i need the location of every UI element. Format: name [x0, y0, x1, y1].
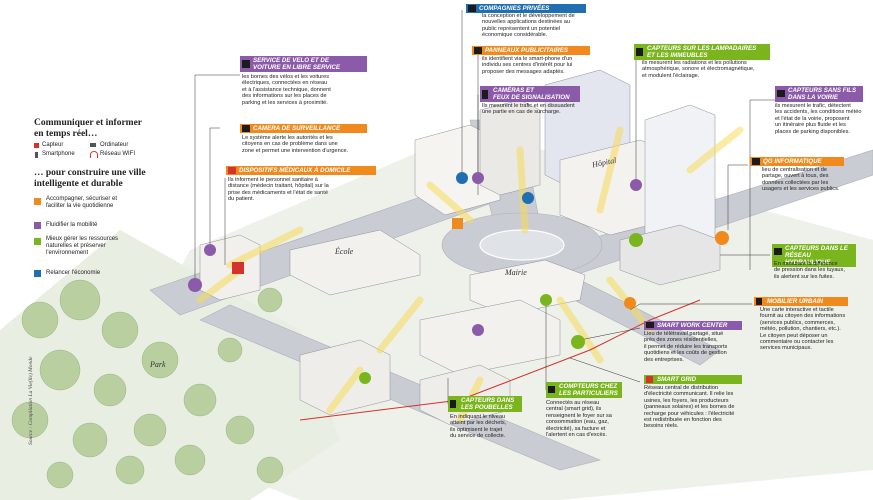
legend-item-accompagner: Accompagner, sécuriser et faciliter la v…	[46, 196, 118, 209]
label-ecole: École	[335, 247, 354, 256]
box-smartgrid-text: Réseau central de distribution d'électri…	[644, 385, 735, 430]
wifi-icon	[90, 151, 98, 158]
box-medical-title: DISPOSITIFS MÉDICAUX À DOMICILE	[226, 166, 376, 175]
legend-title-communiquer: Communiquer et informer en temps réel…	[34, 118, 143, 139]
legend-item-fluidifier: Fluidifier la mobilité	[46, 222, 98, 228]
device-markers	[188, 172, 729, 384]
legend-device-computer: Ordinateur	[100, 142, 129, 148]
box-velo-title: SERVICE DE VELO ET DE VOITURE EN LIBRE S…	[240, 56, 367, 72]
box-camera-text: Le système alerte les autorités et les c…	[242, 135, 349, 154]
box-medical-text: Ils informent le personnel sanitaire à d…	[228, 177, 329, 203]
label-mairie: Mairie	[505, 268, 527, 277]
smartphone-icon	[35, 152, 38, 158]
box-poubelles-title: CAPTEURS DANS LES POUBELLES	[448, 396, 522, 412]
bike-icon	[242, 60, 250, 68]
box-qg-title: QG INFORMATIQUE	[750, 157, 844, 166]
box-poubelles-text: En indiquant le niveau atteint par les d…	[450, 414, 507, 440]
box-compagnies-title: COMPAGNIES PRIVÉES	[466, 4, 586, 13]
streetlight-icon	[636, 48, 643, 56]
meter-icon	[548, 386, 555, 393]
building-ecole	[289, 229, 421, 296]
legend-swatch-green	[34, 238, 41, 245]
label-park: Park	[150, 360, 166, 369]
legend-swatch-blue	[34, 270, 41, 277]
building-houses-bottom	[299, 339, 391, 416]
box-feux-text: Ils mesurent le trafic et en dissuadent …	[482, 103, 575, 116]
medical-cross-icon	[228, 167, 236, 174]
smart-grid-line	[299, 299, 701, 421]
laptop-icon	[646, 322, 654, 328]
box-sansfils-title: CAPTEURS SANS FILS DANS LA VOIRIE	[775, 86, 863, 102]
legend-device-wifi: Réseau WIFI	[100, 151, 136, 157]
box-smartwork-text: Lieu de télétravail partagé, situé près …	[644, 331, 728, 363]
box-feux-title: CAMÉRAS ET FEUX DE SIGNALISATION	[480, 86, 580, 102]
box-panneaux-title: PANNEAUX PUBLICITAIRES	[472, 46, 590, 55]
water-pipe-icon	[774, 248, 782, 255]
building-industrial	[619, 224, 721, 286]
legend-item-economie: Relancer l'économie	[46, 270, 101, 276]
trash-bin-icon	[450, 400, 456, 408]
box-velo-text: les bornes des vélos et les voitures éle…	[242, 74, 331, 106]
camera-icon	[242, 125, 250, 132]
box-compteurs-title: COMPTEURS CHEZ LES PARTICULIERS	[546, 382, 622, 398]
legend-device-sensor: Capteur	[42, 142, 64, 148]
box-camera-title: CAMERA DE SURVEILLANCE	[240, 124, 367, 133]
box-mobilier-text: Une carte interactive et tactile fournit…	[760, 307, 846, 352]
box-hydraulique-title: CAPTEURS DANS LE RÉSEAU HYDRAULIQUE	[772, 244, 856, 267]
box-smartgrid-title: SMART GRID	[644, 375, 742, 384]
box-compagnies-text: la conception et le développement de nou…	[482, 13, 575, 39]
box-lampadaires-title: CAPTEURS SUR LES LAMPADAIRES ET LES IMME…	[634, 44, 770, 60]
box-smartwork-title: SMART WORK CENTER	[644, 321, 742, 330]
source-credit: Source : Compilation La Vie(lle) Monde	[28, 356, 34, 445]
sensor-icon	[34, 143, 39, 148]
traffic-light-icon	[482, 90, 488, 99]
company-icon	[468, 5, 476, 12]
box-hydraulique-text: En mesurant la différence de pression da…	[774, 261, 845, 280]
building-mairie	[469, 259, 586, 316]
box-sansfils-text: ils mesurent le trafic, détectent les ac…	[775, 103, 862, 135]
box-lampadaires-text: ils mesurent les radiations et les pollu…	[642, 60, 755, 79]
box-panneaux-text: ils identifient via le smart-phone d'un …	[482, 56, 573, 75]
building-houses-mid	[419, 299, 561, 376]
lightning-icon	[646, 376, 653, 383]
billboard-icon	[474, 47, 482, 54]
computer-icon	[90, 143, 96, 147]
box-compteurs-text: Connectés au réseau central (smart grid)…	[546, 400, 612, 439]
road-sensor-icon	[777, 90, 785, 97]
server-icon	[752, 158, 760, 165]
legend-swatch-orange	[34, 198, 41, 205]
box-mobilier-title: MOBILIER URBAIN	[754, 297, 848, 306]
box-qg-text: lieu de centralisation et de partage, ou…	[762, 167, 840, 193]
legend-swatch-purple	[34, 222, 41, 229]
legend-device-smartphone: Smartphone	[42, 151, 75, 157]
legend-item-ressources: Mieux gérer les ressources naturelles et…	[46, 236, 119, 256]
legend-title-construire: … pour construire une ville intelligente…	[34, 168, 146, 189]
kiosk-icon	[756, 298, 762, 305]
